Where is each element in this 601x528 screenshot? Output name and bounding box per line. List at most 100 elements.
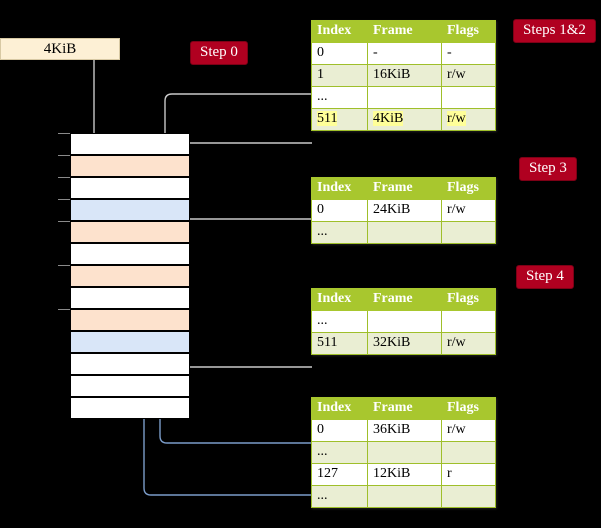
column-header-frame: Frame bbox=[367, 288, 442, 311]
memory-frame-row bbox=[70, 221, 190, 243]
badge-step-4: Step 4 bbox=[516, 265, 574, 290]
table-cell: 0 bbox=[311, 419, 368, 442]
table-cell: 0 bbox=[311, 42, 368, 65]
badge-step-0: Step 0 bbox=[190, 41, 248, 66]
table-cell: 511 bbox=[311, 108, 368, 131]
table-row: 511 32KiB r/w bbox=[311, 332, 496, 355]
table-row: 1 16KiB r/w bbox=[311, 64, 496, 87]
table-cell bbox=[441, 221, 496, 244]
cell-value: 0 bbox=[317, 422, 324, 437]
column-header-frame: Frame bbox=[367, 20, 442, 43]
table-row: ... bbox=[311, 310, 496, 333]
memory-tick bbox=[58, 265, 70, 266]
badge-step-3-label: Step 3 bbox=[529, 160, 567, 176]
cell-value: r/w bbox=[447, 111, 466, 126]
table-cell bbox=[367, 86, 442, 109]
cell-value: ... bbox=[317, 89, 328, 104]
table-cell: 36KiB bbox=[367, 419, 442, 442]
cell-value: r/w bbox=[447, 67, 466, 82]
memory-frame-row bbox=[70, 243, 190, 265]
cell-value: 24KiB bbox=[373, 202, 411, 217]
cell-value: 511 bbox=[317, 335, 338, 350]
table-cell bbox=[367, 221, 442, 244]
memory-frame-row bbox=[70, 199, 190, 221]
table-cell: ... bbox=[311, 441, 368, 464]
column-header-flags: Flags bbox=[441, 397, 496, 420]
table-cell: 32KiB bbox=[367, 332, 442, 355]
cell-value: ... bbox=[317, 488, 328, 503]
memory-tick bbox=[58, 199, 70, 200]
table-cell: r/w bbox=[441, 108, 496, 131]
table-cell: 511 bbox=[311, 332, 368, 355]
column-header-flags: Flags bbox=[441, 288, 496, 311]
memory-tick bbox=[58, 155, 70, 156]
table-row: ... bbox=[311, 441, 496, 464]
table-cell: 0 bbox=[311, 199, 368, 222]
table-row: 0 24KiB r/w bbox=[311, 199, 496, 222]
memory-frame-row bbox=[70, 331, 190, 353]
memory-frame-row bbox=[70, 375, 190, 397]
memory-frame-row bbox=[70, 155, 190, 177]
cell-value: 127 bbox=[317, 466, 338, 481]
memory-frame-row bbox=[70, 353, 190, 375]
badge-step-0-label: Step 0 bbox=[200, 44, 238, 60]
cell-value: 1 bbox=[317, 67, 324, 82]
physical-memory-column bbox=[58, 133, 190, 419]
column-header-index: Index bbox=[311, 20, 368, 43]
column-header-frame: Frame bbox=[367, 397, 442, 420]
cell-value: 12KiB bbox=[373, 466, 411, 481]
cell-value: r/w bbox=[447, 335, 466, 350]
table-cell: 127 bbox=[311, 463, 368, 486]
cell-value: 36KiB bbox=[373, 422, 411, 437]
cell-value: 16KiB bbox=[373, 67, 411, 82]
table-cell bbox=[441, 485, 496, 508]
memory-frame-row bbox=[70, 265, 190, 287]
cell-value: r bbox=[447, 466, 452, 481]
table-cell: r/w bbox=[441, 332, 496, 355]
column-header-flags: Flags bbox=[441, 20, 496, 43]
table-cell: r/w bbox=[441, 419, 496, 442]
table-cell bbox=[367, 485, 442, 508]
cell-value: 0 bbox=[317, 202, 324, 217]
memory-frame-row bbox=[70, 309, 190, 331]
table-cell: r/w bbox=[441, 64, 496, 87]
column-header-index: Index bbox=[311, 288, 368, 311]
memory-tick bbox=[58, 177, 70, 178]
cell-value: - bbox=[447, 45, 452, 60]
badge-steps-1-2-label: Steps 1&2 bbox=[523, 22, 586, 38]
badge-step-3: Step 3 bbox=[519, 157, 577, 182]
table-row: 511 4KiB r/w bbox=[311, 108, 496, 131]
cell-value: ... bbox=[317, 444, 328, 459]
table-row: 0-- bbox=[311, 42, 496, 65]
memory-frame-row bbox=[70, 177, 190, 199]
memory-tick bbox=[58, 309, 70, 310]
table-cell bbox=[441, 310, 496, 333]
cell-value: ... bbox=[317, 313, 328, 328]
table-cell: ... bbox=[311, 485, 368, 508]
table-cell: r/w bbox=[441, 199, 496, 222]
table-row: 0 36KiB r/w bbox=[311, 419, 496, 442]
table-cell: 1 bbox=[311, 64, 368, 87]
table-row: ... bbox=[311, 485, 496, 508]
memory-frame-row bbox=[70, 287, 190, 309]
memory-tick bbox=[58, 221, 70, 222]
cell-value: - bbox=[373, 45, 378, 60]
table-cell: 4KiB bbox=[367, 108, 442, 131]
table-cell bbox=[367, 310, 442, 333]
table-cell: - bbox=[367, 42, 442, 65]
cell-value: 32KiB bbox=[373, 335, 411, 350]
table-cell: 12KiB bbox=[367, 463, 442, 486]
column-header-frame: Frame bbox=[367, 177, 442, 200]
table-row: ... bbox=[311, 221, 496, 244]
badge-step-4-label: Step 4 bbox=[526, 268, 564, 284]
cell-value: 511 bbox=[317, 111, 338, 126]
cell-value: r/w bbox=[447, 202, 466, 217]
table-row: 127 12KiB r bbox=[311, 463, 496, 486]
column-header-index: Index bbox=[311, 397, 368, 420]
cell-value: r/w bbox=[447, 422, 466, 437]
table-cell: - bbox=[441, 42, 496, 65]
